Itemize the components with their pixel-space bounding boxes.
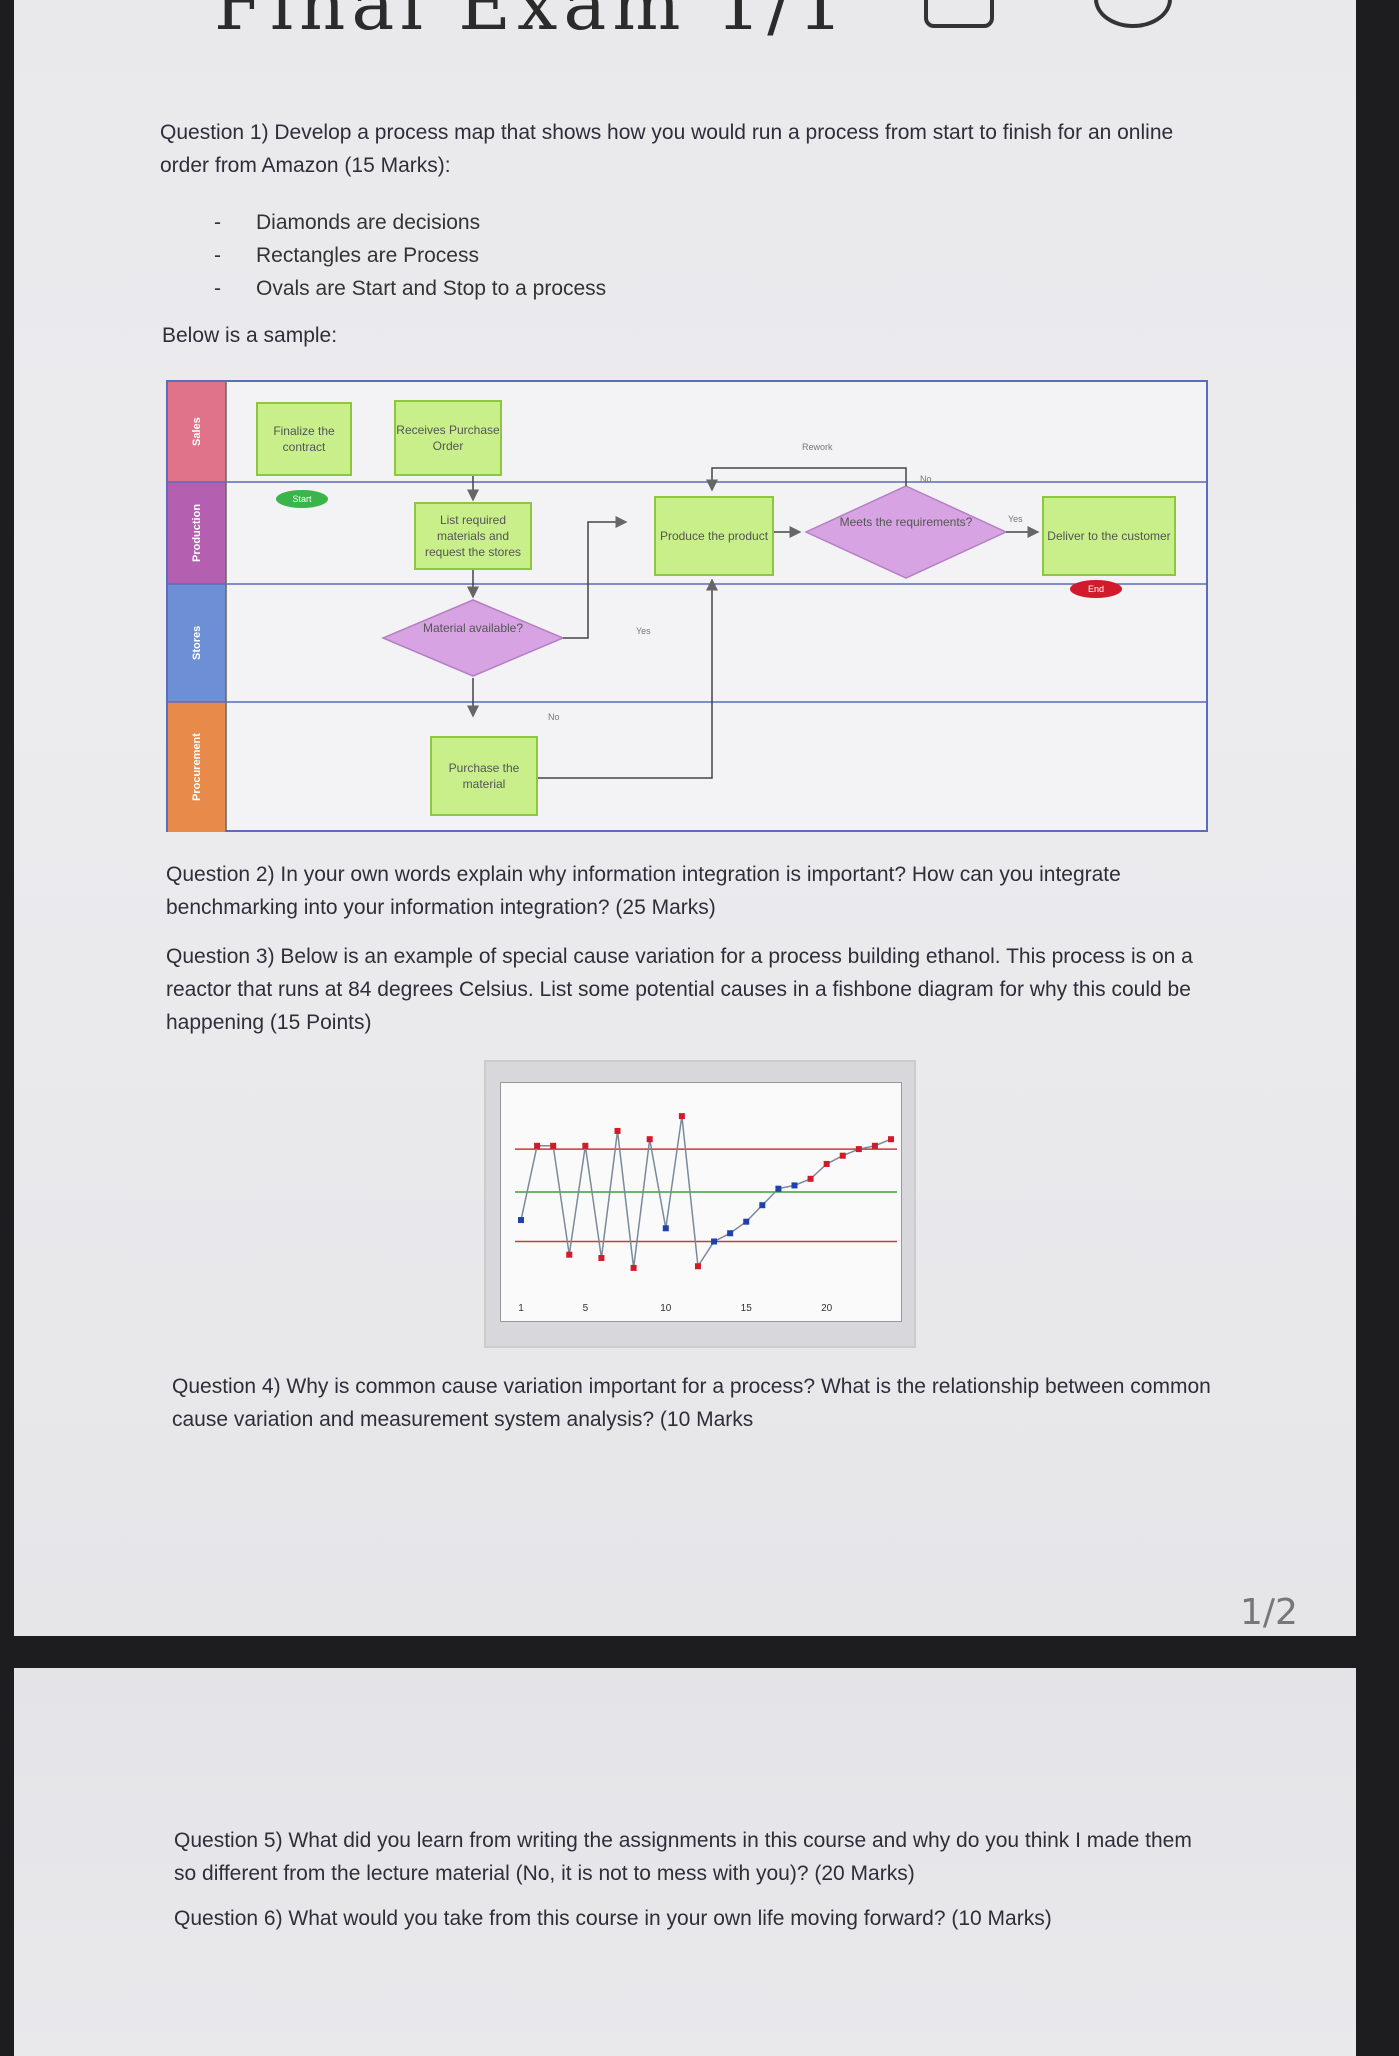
box-list-required-materials: List required materials and request the … xyxy=(414,502,532,570)
legend-bullet-list: Diamonds are decisions Rectangles are Pr… xyxy=(214,206,606,305)
data-point xyxy=(582,1142,589,1149)
box-purchase-material: Purchase the material xyxy=(430,736,538,816)
question-1: Question 1) Develop a process map that s… xyxy=(160,121,1174,177)
data-point xyxy=(678,1113,685,1120)
data-point xyxy=(534,1142,541,1149)
page-number: 1/2 xyxy=(1240,1592,1298,1633)
data-point xyxy=(646,1136,653,1143)
data-point xyxy=(518,1217,524,1224)
diamond-label-material: Material available? xyxy=(422,621,524,635)
process-map-diagram: Sales Production Stores Procurement xyxy=(166,380,1208,832)
data-point xyxy=(855,1146,862,1153)
box-produce-product: Produce the product xyxy=(654,496,774,576)
data-point xyxy=(694,1263,701,1270)
data-point xyxy=(823,1160,830,1167)
data-point xyxy=(630,1264,637,1271)
bullet-ovals: Ovals are Start and Stop to a process xyxy=(214,272,606,305)
label-rework: Rework xyxy=(802,442,833,452)
exam-page-2: Question 5) What did you learn from writ… xyxy=(14,1668,1356,2056)
handwritten-arc-mark xyxy=(1094,0,1172,28)
data-point xyxy=(791,1182,798,1189)
x-tick-label: 20 xyxy=(821,1303,833,1314)
question-5: Question 5) What did you learn from writ… xyxy=(174,1829,1192,1885)
data-point xyxy=(759,1202,766,1209)
box-finalize-contract: Finalize the contract xyxy=(256,402,352,476)
bullet-diamonds: Diamonds are decisions xyxy=(214,206,606,239)
diamond-meets-requirements xyxy=(804,485,1008,579)
data-point xyxy=(871,1142,878,1149)
label-no-material: No xyxy=(548,712,560,722)
data-point xyxy=(711,1238,718,1245)
data-point xyxy=(614,1127,621,1134)
box-deliver-to-customer: Deliver to the customer xyxy=(1042,496,1176,576)
exam-page-1: Final Exam 1/1 Question 1) Develop a pro… xyxy=(14,0,1356,1636)
x-tick-label: 10 xyxy=(660,1303,672,1314)
data-point xyxy=(807,1175,814,1182)
x-tick-label: 15 xyxy=(741,1303,753,1314)
bullet-rectangles: Rectangles are Process xyxy=(214,239,606,272)
question-3: Question 3) Below is an example of speci… xyxy=(166,945,1193,1034)
question-2: Question 2) In your own words explain wh… xyxy=(166,863,1121,919)
diamond-material-available xyxy=(381,599,565,677)
process-map-lines xyxy=(168,382,1208,832)
label-yes-material: Yes xyxy=(636,626,651,636)
data-point xyxy=(775,1185,782,1192)
question-4: Question 4) Why is common cause variatio… xyxy=(172,1375,1211,1431)
oval-end: End xyxy=(1070,580,1122,598)
label-no-meets: No xyxy=(920,474,932,484)
oval-start: Start xyxy=(276,490,328,508)
question-6: Question 6) What would you take from thi… xyxy=(174,1907,1052,1930)
sample-label: Below is a sample: xyxy=(162,324,338,347)
data-point xyxy=(662,1225,669,1232)
x-tick-label: 1 xyxy=(518,1303,524,1314)
handwritten-title: Final Exam 1/1 xyxy=(214,0,850,46)
data-point xyxy=(566,1251,573,1258)
data-point xyxy=(598,1255,605,1261)
data-point xyxy=(743,1218,750,1225)
data-point xyxy=(550,1142,557,1149)
data-point xyxy=(888,1136,894,1143)
data-point xyxy=(839,1152,846,1159)
box-receives-purchase-order: Receives Purchase Order xyxy=(394,400,502,476)
handwritten-box-mark xyxy=(924,0,994,28)
label-yes-meets: Yes xyxy=(1008,514,1023,524)
data-point xyxy=(727,1230,734,1237)
diamond-label-meets: Meets the requirements? xyxy=(839,515,973,529)
x-tick-label: 5 xyxy=(583,1303,589,1314)
